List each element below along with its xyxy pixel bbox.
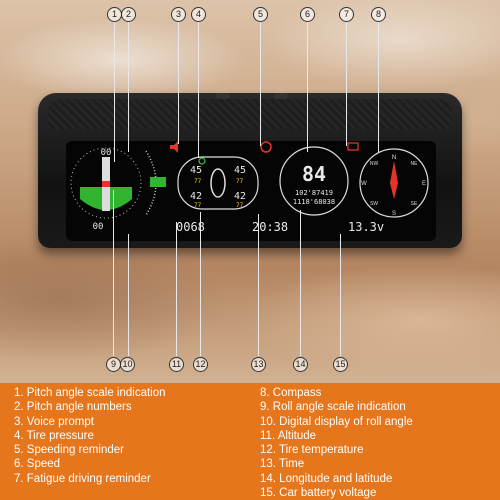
leader-line-14: [300, 210, 301, 356]
speeding-reminder-icon: [260, 141, 272, 153]
legend-item: 6. Speed: [14, 458, 61, 471]
legend-item: 8. Compass: [260, 387, 322, 399]
legend-item: 15. Car battery voltage: [260, 487, 377, 500]
marker-6: 6: [300, 7, 315, 22]
compass-w: W: [361, 181, 367, 187]
tire-temp-front-right: 77: [236, 178, 244, 185]
legend-item: 11. Altitude: [260, 429, 317, 442]
compass-s: S: [392, 211, 396, 217]
compass-ne: NE: [411, 161, 419, 167]
pitch-number: 00: [101, 148, 112, 158]
speed-value: 84: [302, 162, 326, 186]
marker-1: 1: [107, 7, 122, 22]
legend-item: 13. Time: [260, 458, 305, 471]
leader-line-11: [176, 222, 177, 356]
legend-item: 1. Pitch angle scale indication: [14, 387, 166, 399]
legend-item: 5. Speeding reminder: [14, 444, 124, 457]
marker-13: 13: [251, 357, 266, 372]
tire-pressure-front-right: 45: [234, 165, 246, 176]
voltage-value: 13.3v: [348, 220, 384, 234]
marker-3: 3: [171, 7, 186, 22]
leader-line-6: [307, 22, 308, 152]
leader-line-9: [113, 190, 114, 356]
marker-11: 11: [169, 357, 184, 372]
leader-line-3: [178, 22, 179, 144]
tire-pressure-panel: 45 45 42 42 77 77 77 77: [177, 156, 259, 210]
latitude-value: 1118'68038: [293, 198, 335, 206]
leader-line-7: [346, 22, 347, 146]
compass-panel: N S E W NW NE SW SE: [359, 148, 429, 218]
legend-item: 12. Tire temperature: [260, 444, 364, 457]
marker-7: 7: [339, 7, 354, 22]
legend-item: 14. Longitude and latitude: [260, 472, 393, 485]
leader-line-5: [260, 22, 261, 146]
marker-15: 15: [333, 357, 348, 372]
compass-se: SE: [411, 201, 418, 207]
leader-line-4: [198, 22, 199, 158]
legend-item: 7. Fatigue driving reminder: [14, 472, 151, 485]
marker-12: 12: [193, 357, 208, 372]
leader-line-13: [258, 214, 259, 356]
marker-4: 4: [191, 7, 206, 22]
legend-column-left: 1. Pitch angle scale indication 2. Pitch…: [14, 386, 166, 486]
marker-2: 2: [121, 7, 136, 22]
device-button-left: [216, 93, 230, 99]
marker-10: 10: [120, 357, 135, 372]
legend-item: 2. Pitch angle numbers: [14, 401, 132, 414]
fatigue-reminder-icon: [347, 142, 359, 151]
tire-temp-rear-right: 77: [236, 202, 244, 209]
marker-5: 5: [253, 7, 268, 22]
roll-scale: [145, 150, 166, 216]
tire-temp-rear-left: 77: [194, 202, 202, 209]
device-button-right: [274, 93, 288, 99]
tire-pressure-front-left: 45: [190, 165, 202, 176]
tire-pressure-rear-left: 42: [190, 191, 202, 202]
hud-screen: 00 00 45 45 42 42 77 77 77: [66, 141, 436, 241]
legend-item: 9. Roll angle scale indication: [260, 401, 406, 414]
roll-number: 00: [93, 222, 104, 232]
longitude-value: 102'87419: [295, 189, 333, 197]
feature-legend: 1. Pitch angle scale indication 2. Pitch…: [0, 383, 500, 500]
compass-sw: SW: [370, 201, 378, 207]
leader-line-2: [128, 22, 129, 152]
leader-line-1: [114, 22, 115, 162]
compass-n: N: [392, 155, 396, 161]
leader-line-8: [378, 22, 379, 152]
leader-line-15: [340, 234, 341, 356]
marker-9: 9: [106, 357, 121, 372]
marker-8: 8: [371, 7, 386, 22]
legend-column-right: 8. Compass 9. Roll angle scale indicatio…: [260, 386, 413, 500]
hud-screen-graphics: 00 00 45 45 42 42 77 77 77: [70, 141, 429, 234]
speed-panel: 84 102'87419 1118'68038: [279, 146, 349, 216]
time-value: 20:38: [252, 220, 288, 234]
leader-line-10: [128, 234, 129, 356]
legend-item: 4. Tire pressure: [14, 429, 94, 442]
hud-device: 00 00 45 45 42 42 77 77 77: [38, 93, 462, 248]
pitch-gauge: 00 00: [70, 147, 142, 232]
legend-item: 10. Digital display of roll angle: [260, 415, 413, 428]
leader-line-12: [200, 212, 201, 356]
marker-14: 14: [293, 357, 308, 372]
compass-nw: NW: [370, 161, 379, 167]
legend-item: 3. Voice prompt: [14, 415, 94, 428]
tire-pressure-rear-right: 42: [234, 191, 246, 202]
altitude-value: 0068: [176, 220, 205, 234]
compass-e: E: [422, 181, 426, 187]
tire-temp-front-left: 77: [194, 178, 202, 185]
voice-prompt-icon: [170, 141, 178, 153]
